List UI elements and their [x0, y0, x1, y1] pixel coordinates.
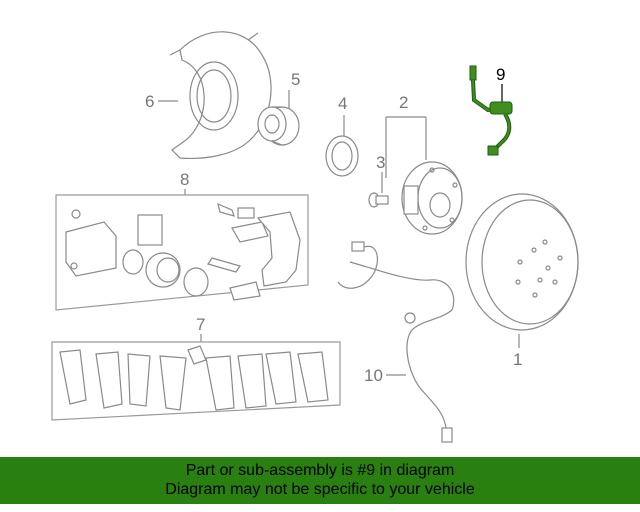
callout-2[interactable]: 2	[399, 93, 408, 112]
banner-line-2: Diagram may not be specific to your vehi…	[165, 481, 475, 498]
callout-5[interactable]: 5	[291, 70, 300, 89]
callout-7[interactable]: 7	[196, 315, 205, 334]
leader-2	[385, 116, 427, 178]
part-7-pad-set[interactable]	[59, 345, 329, 411]
part-6-dust-shield[interactable]	[169, 31, 272, 160]
callout-10[interactable]: 10	[364, 366, 383, 385]
part-3-hub-bolt[interactable]	[368, 192, 389, 208]
part-10-abs-sensor[interactable]	[337, 241, 455, 443]
part-5-bearing[interactable]	[257, 106, 300, 146]
callout-4[interactable]: 4	[338, 94, 347, 113]
callout-1[interactable]: 1	[513, 350, 522, 369]
part-9-sensor-harness[interactable]: 9	[469, 65, 513, 156]
callout-6[interactable]: 6	[145, 92, 154, 111]
parts-diagram: 6 5 4 2 3 9	[51, 31, 579, 443]
callout-3[interactable]: 3	[376, 153, 385, 172]
part-4-snap-ring[interactable]	[325, 135, 359, 177]
caliper-kit-box	[55, 194, 309, 311]
part-8-caliper-kit[interactable]	[65, 202, 301, 301]
part-1-brake-rotor[interactable]	[465, 193, 579, 331]
part-hub[interactable]	[401, 161, 463, 235]
banner-line-1: Part or sub-assembly is #9 in diagram	[185, 462, 455, 479]
callout-9[interactable]: 9	[496, 65, 505, 84]
callout-8[interactable]: 8	[180, 170, 189, 189]
info-banner: Part or sub-assembly is #9 in diagram Di…	[0, 457, 640, 504]
